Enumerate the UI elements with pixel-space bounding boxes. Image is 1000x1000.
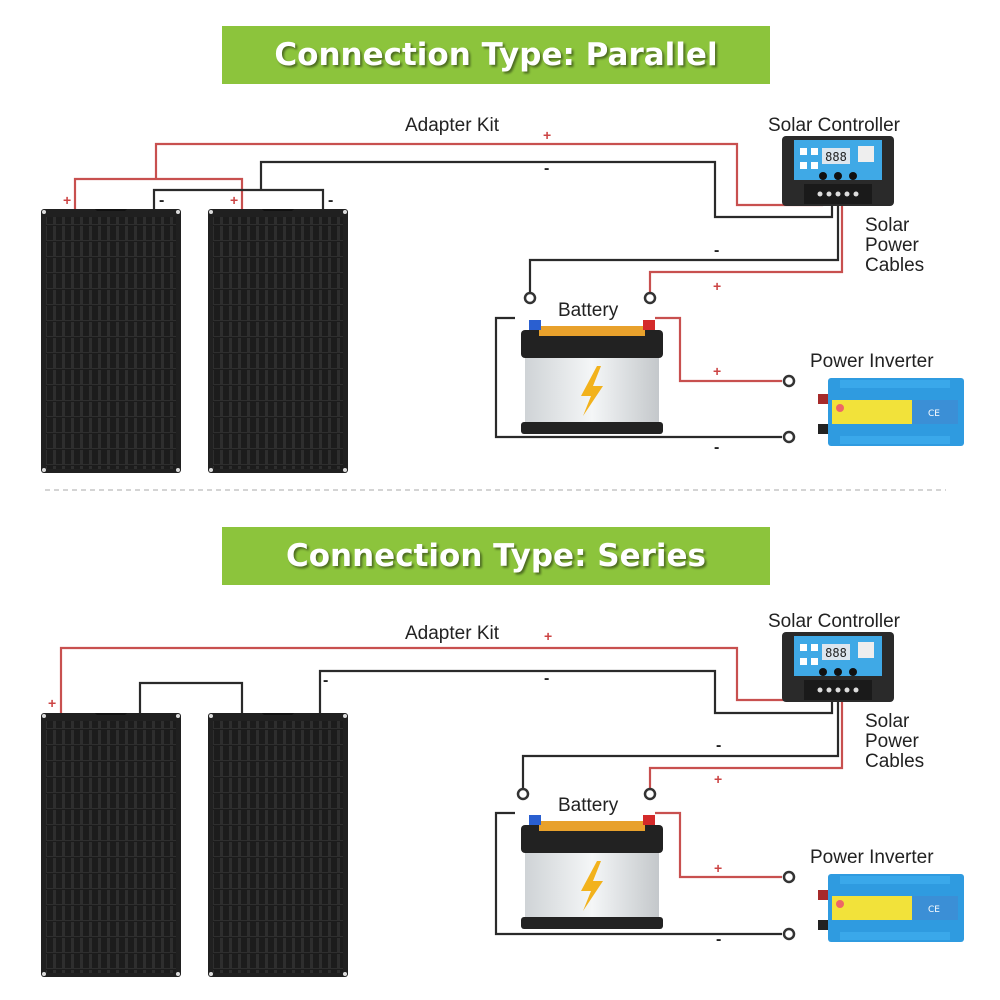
label-solar-power-cables-2: Power	[865, 235, 920, 256]
label-solar-power-cables-2: Power	[865, 731, 920, 752]
section-parallel: Adapter Kit Solar Controller Solar Power…	[41, 115, 964, 473]
ring-terminal	[643, 291, 657, 305]
solar-panel-1	[41, 713, 181, 977]
minus-sign: -	[323, 672, 328, 689]
battery	[521, 815, 663, 929]
negative-wire-adapter	[318, 669, 834, 715]
minus-sign: -	[716, 931, 721, 948]
section-series: Adapter Kit Solar Controller Solar Power…	[41, 611, 964, 977]
positive-wire-controller-battery	[648, 702, 844, 788]
plus-sign: +	[63, 192, 71, 208]
banner-parallel: Connection Type: Parallel	[222, 26, 770, 84]
plus-sign: +	[714, 771, 722, 787]
title-series: Connection Type: Series	[285, 538, 706, 574]
label-power-inverter: Power Inverter	[810, 351, 934, 372]
positive-wire-battery-inverter	[655, 811, 782, 879]
ring-terminal	[782, 927, 796, 941]
plus-sign: +	[48, 695, 56, 711]
plus-sign: +	[230, 192, 238, 208]
series-link-wire	[138, 681, 244, 713]
label-adapter-kit: Adapter Kit	[405, 115, 500, 136]
positive-wire-adapter	[154, 142, 824, 207]
minus-sign: -	[716, 737, 721, 754]
solar-panel-2	[208, 713, 348, 977]
negative-wire-adapter	[259, 160, 834, 219]
ring-terminal	[523, 291, 537, 305]
solar-controller	[782, 136, 894, 206]
plus-sign: +	[544, 628, 552, 644]
label-solar-power-cables-3: Cables	[865, 751, 924, 772]
solar-controller	[782, 632, 894, 702]
solar-panel-2	[208, 209, 348, 473]
negative-wire-battery-inverter	[494, 316, 782, 439]
plus-sign: +	[543, 127, 551, 143]
minus-sign: -	[714, 439, 719, 456]
label-battery: Battery	[558, 795, 619, 816]
minus-sign: -	[159, 192, 164, 209]
ring-terminal	[782, 374, 796, 388]
positive-wire-controller-battery	[648, 206, 844, 292]
label-adapter-kit: Adapter Kit	[405, 623, 500, 644]
negative-wire-panels	[152, 188, 325, 209]
positive-wire-adapter	[59, 646, 824, 713]
minus-sign: -	[544, 670, 549, 687]
label-solar-controller: Solar Controller	[768, 611, 901, 632]
label-battery: Battery	[558, 300, 619, 321]
plus-sign: +	[714, 860, 722, 876]
label-power-inverter: Power Inverter	[810, 847, 934, 868]
banner-series: Connection Type: Series	[222, 527, 770, 585]
ring-terminal	[782, 430, 796, 444]
power-inverter	[818, 378, 964, 446]
plus-sign: +	[713, 363, 721, 379]
ring-terminal	[643, 787, 657, 801]
solar-panel-1	[41, 209, 181, 473]
negative-wire-controller-battery	[528, 206, 840, 292]
negative-wire-battery-inverter	[494, 811, 782, 936]
positive-wire-battery-inverter	[655, 316, 782, 383]
title-parallel: Connection Type: Parallel	[274, 37, 718, 73]
label-solar-power-cables-3: Cables	[865, 255, 924, 276]
positive-wire-panels	[73, 177, 244, 209]
negative-wire-controller-battery	[521, 702, 840, 788]
ring-terminal	[516, 787, 530, 801]
power-inverter	[818, 874, 964, 942]
plus-sign: +	[713, 278, 721, 294]
ring-terminal	[782, 870, 796, 884]
label-solar-controller: Solar Controller	[768, 115, 901, 136]
minus-sign: -	[328, 192, 333, 209]
minus-sign: -	[544, 160, 549, 177]
label-solar-power-cables-1: Solar	[865, 711, 910, 732]
battery	[521, 320, 663, 434]
minus-sign: -	[714, 242, 719, 259]
label-solar-power-cables-1: Solar	[865, 215, 910, 236]
